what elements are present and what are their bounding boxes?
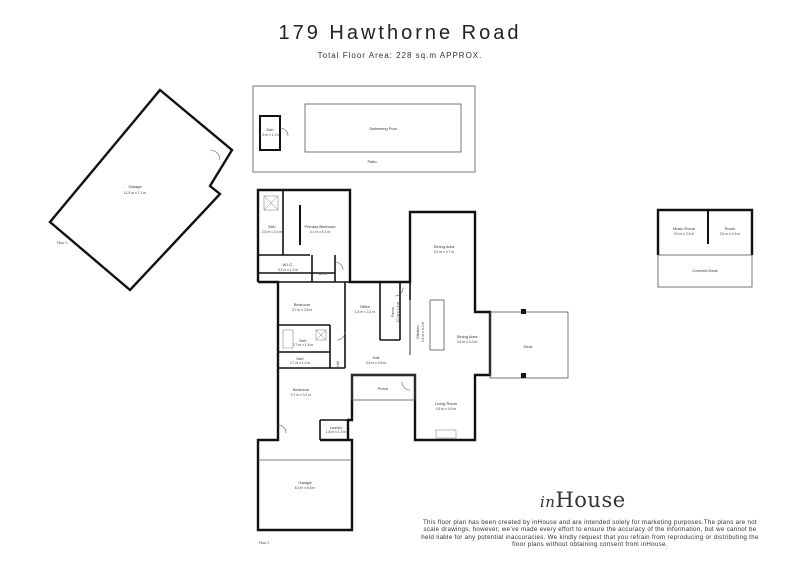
bedroom-2-dims: 3.7 m x 3.1 m [291,393,312,397]
wic-2-label: W.I.C. [318,272,327,276]
bedroom-1-label: Bedroom [294,302,311,307]
ensuite-bath-label: Bath [269,225,276,229]
pool-bath-label: Bath [267,128,274,132]
room-label: Room [725,226,736,231]
dining-area-dims: 4.2 m x 4.7 m [434,250,455,254]
living-room-label: Living Room [435,401,458,406]
kitchen-label: Kitchen [415,325,420,338]
music-room-label: Music Room [673,226,696,231]
office-dims: 1.8 m x 3.1 m [355,310,376,314]
patio-label: Patio [367,159,377,164]
covered-deck-outline [657,254,753,288]
music-room-walls [656,208,754,255]
laundry-dims: 1.8 m x 1.4 m [326,430,347,434]
bath-main-dims: 2.7 m x 1.8 m [293,343,314,347]
pool-bath-walls [259,115,281,151]
floor-1-label: Floor 1 [57,241,68,245]
wic-1-dims: 3.3 m x 1.0 m [278,268,299,272]
covered-deck-label: Covered Deck [692,268,717,273]
garage-upper-label: Garage [128,184,142,189]
logo-prefix: in [540,493,556,511]
pool-outline [304,103,462,153]
music-room-dims: 3.0 m x 2.6 m [674,232,695,236]
bedroom-1-dims: 3.7 m x 3.8 m [292,308,313,312]
dining-area-2-dims: 3.4 m x 4.0 m [457,340,478,344]
page-title: 179 Hawthorne Road [278,22,522,44]
inhouse-logo: inHouse [540,488,626,512]
hall-label: Hall [373,355,380,360]
ensuite-bath-dims: 2.5 m x 2.4 m [262,230,283,234]
hall-side-label: Hall [336,361,340,367]
hall-dims: 3.4 m x 3.6 m [366,361,387,365]
deck-outline [489,311,569,379]
primary-bedroom-dims: 4.1 m x 5.1 m [310,230,331,234]
primary-bedroom-label: Primary Bedroom [304,224,336,229]
deck-label: Deck [523,344,532,349]
living-room-dims: 4.8 m x 4.9 m [436,407,457,411]
kitchen-dims: 2.3 m x 4.3 m [421,322,425,343]
disclaimer-text: This floor plan has been created by inHo… [421,519,759,549]
porch-label: Porch [378,386,388,391]
garage-lower-dims: 6.3 m x 6.8 m [295,486,316,490]
garage-upper-dims: 11.5 m x 7.1 m [124,191,146,195]
porch-outline [351,374,416,401]
pantry-label: Pantry [391,307,395,317]
bath-main-label: Bath [300,339,307,343]
total-floor-area: Total Floor Area: 228 sq.m APPROX. [317,51,483,60]
floor-2-label: Floor 2 [259,541,270,545]
dining-area-label: Dining Area [434,244,455,249]
swimming-pool-label: Swimming Pool [369,126,397,131]
bath-wc-dims: 2.7 m x 1.4 m [290,361,311,365]
dining-area-2-label: Dining Area [457,334,478,339]
garage-upper-walls [48,88,234,292]
laundry-label: Laundry [330,426,343,430]
bedroom-2-label: Bedroom [293,387,310,392]
office-label: Office [360,304,371,309]
pool-bath-dims: 1.3 m x 1.2 m [260,133,281,137]
room-dims: 2.6 m x 2.6 m [720,232,741,236]
pantry-dims: 2.0 m x 1.6 m [396,302,400,323]
patio-outline [252,85,476,173]
wic-1-label: W.I.C. [283,262,294,267]
logo-main: House [555,488,626,512]
garage-lower-label: Garage [298,480,312,485]
bath-wc-label: Bath [297,357,304,361]
